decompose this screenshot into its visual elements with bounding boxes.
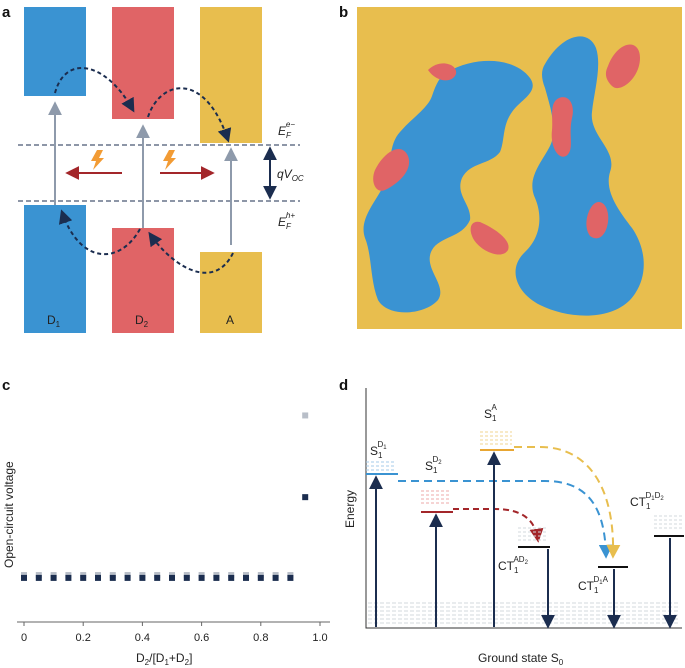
d1-homo-block	[24, 205, 86, 333]
panel-a-label: a	[2, 4, 11, 21]
s1-d2-vibronic-levels	[421, 490, 451, 504]
data-point-series-2	[50, 574, 57, 581]
ground-state-levels	[368, 602, 680, 624]
hole-fermi-label: EFh+	[278, 211, 295, 231]
data-point-series-2	[183, 574, 190, 581]
data-point-series-2	[95, 574, 101, 581]
secondary-donor-domain	[605, 44, 640, 89]
acceptor-lumo-block	[200, 7, 262, 143]
s1-a-vibronic-levels	[480, 431, 512, 445]
panel-d: d Energy	[339, 377, 684, 667]
energy-axis-label: Energy	[343, 490, 357, 528]
electron-transfer-d2-a	[147, 87, 232, 143]
hole-transfer-d2-d1	[58, 209, 141, 256]
data-point-series-2	[257, 574, 264, 581]
x-tick-label: 0.2	[76, 632, 91, 644]
lightning-icon	[91, 150, 104, 170]
data-point-series-2	[287, 574, 294, 581]
x-tick-label: 0.6	[194, 632, 209, 644]
panel-b: b	[339, 4, 682, 329]
data-point-series-2	[228, 574, 235, 581]
data-point-series-2	[198, 574, 205, 581]
d1-to-ct-transfer	[398, 480, 613, 559]
d1-label: D1	[47, 313, 61, 329]
panel-d-label: d	[339, 377, 348, 394]
data-point-series-2	[243, 574, 249, 581]
d2-to-ct-transfer	[453, 508, 544, 543]
s1-d1-vibronic-levels	[366, 461, 396, 471]
acceptor-homo-block	[200, 252, 262, 333]
secondary-donor-domain	[470, 221, 509, 255]
x-tick-label: 0	[21, 632, 27, 644]
x-axis-label: D2/[D1+D2]	[136, 651, 192, 667]
data-point-series-2	[139, 574, 146, 581]
panel-c-label: c	[2, 377, 10, 394]
data-point-series-2	[169, 574, 175, 581]
data-point-series-2	[80, 574, 87, 581]
s1-d2-label: S1D2	[425, 455, 442, 475]
secondary-donor-domain	[551, 97, 573, 157]
secondary-donor-domain	[373, 148, 410, 191]
data-point-series-1	[302, 412, 309, 419]
secondary-donor-domain	[586, 201, 609, 239]
ct-ad2-vibronic-levels	[518, 527, 548, 541]
d2-homo-block	[112, 228, 174, 333]
lightning-icon	[163, 150, 176, 170]
x-tick-label: 1.0	[312, 632, 327, 644]
data-point-series-2	[124, 574, 131, 581]
hole-transfer-a-d2	[148, 231, 234, 274]
data-points	[21, 412, 309, 581]
panel-b-label: b	[339, 4, 348, 21]
energy-axes	[365, 388, 682, 629]
x-tick-label: 0.4	[135, 632, 150, 644]
y-axis-label: Open-circuit voltage	[2, 461, 16, 568]
data-point-series-2	[272, 574, 279, 581]
d2-label: D2	[135, 313, 149, 329]
panel-a: a qVOC EFe− EFh+ D1 D2 A	[2, 4, 304, 333]
s1-a-label: S1A	[484, 403, 497, 423]
data-point-series-2	[65, 574, 72, 581]
electron-transfer-d1-d2	[54, 67, 135, 113]
data-point-series-2	[213, 574, 220, 581]
x-ticks: 0 0.2 0.4 0.6 0.8 1.0	[21, 622, 328, 644]
data-point-series-2	[154, 574, 161, 581]
donor-domain	[515, 36, 644, 316]
acceptor-label: A	[226, 313, 234, 327]
data-point-series-2	[35, 574, 42, 581]
secondary-donor-domain	[428, 63, 457, 81]
donor-domain	[363, 60, 533, 313]
data-point-series-2	[302, 494, 309, 501]
d2-lumo-block	[112, 7, 174, 119]
ct-d1d2-label: CT1D1D2	[630, 491, 664, 511]
electron-fermi-label: EFe−	[278, 120, 295, 140]
qvoc-label: qVOC	[277, 167, 304, 183]
ct-d1d2-vibronic-levels	[654, 515, 684, 529]
ground-state-label: Ground state S0	[478, 651, 564, 667]
x-tick-label: 0.8	[253, 632, 268, 644]
data-point-series-2	[21, 574, 27, 581]
d1-lumo-block	[24, 7, 86, 96]
ct-ad2-label: CT1AD2	[498, 555, 529, 575]
s1-d1-label: S1D1	[370, 440, 387, 460]
data-point-series-2	[109, 574, 116, 581]
a-to-ct-transfer	[514, 446, 621, 559]
ct-d1a-label: CT1D1A	[578, 575, 609, 595]
